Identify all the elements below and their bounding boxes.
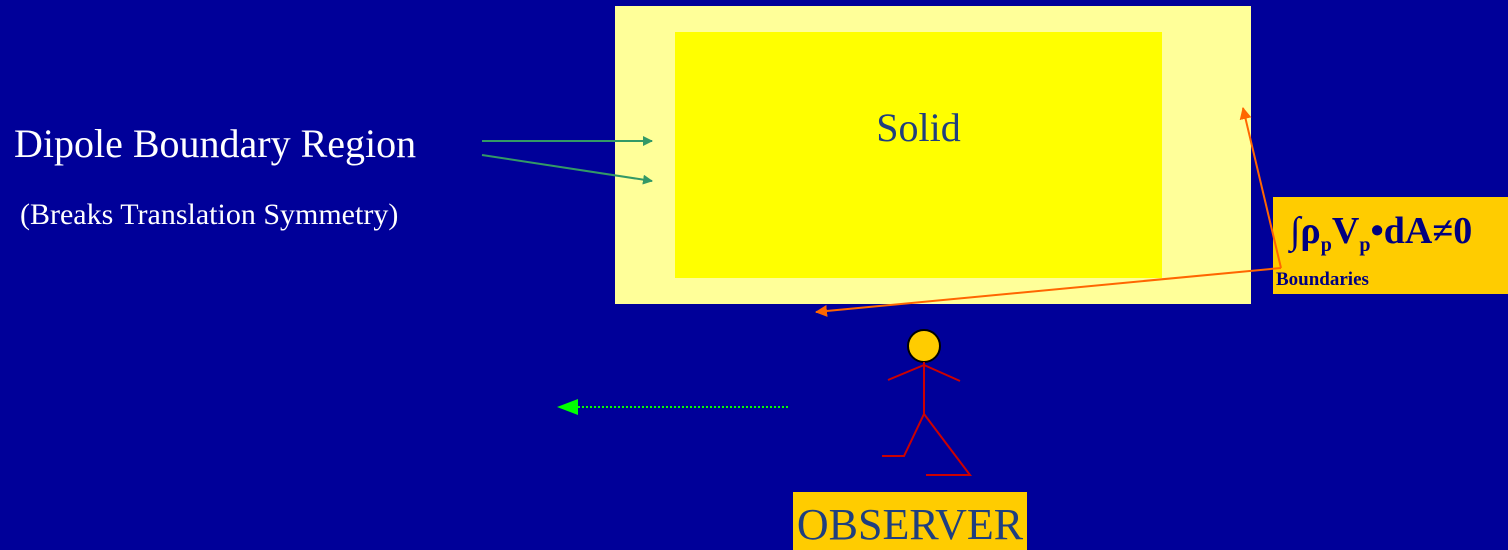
- solid-block: [675, 32, 1162, 278]
- formula-sub-v: p: [1359, 234, 1371, 256]
- observer-leg-right: [923, 413, 973, 476]
- observer-head-icon: [907, 329, 941, 363]
- formula-sub-rho: p: [1320, 234, 1332, 256]
- observer-box: [793, 492, 1027, 550]
- observer-label: OBSERVER: [796, 500, 1024, 549]
- formula-rest: •dA≠0: [1370, 210, 1473, 252]
- formula-box: [1273, 197, 1508, 294]
- observer-leg-left: [882, 413, 925, 457]
- boundary-integral-formula: ∫ρpVp•dA≠0: [1290, 212, 1472, 255]
- dipole-region-label: Dipole Boundary Region: [14, 121, 417, 166]
- breaks-symmetry-label: (Breaks Translation Symmetry): [20, 198, 399, 231]
- boundaries-label: Boundaries: [1276, 269, 1369, 290]
- observer-arm-left: [887, 364, 925, 381]
- formula-integral: ∫ρ: [1290, 210, 1321, 252]
- formula-velocity: V: [1331, 210, 1360, 252]
- solid-label: Solid: [876, 105, 961, 150]
- motion-arrow-head-icon: [557, 399, 578, 415]
- observer-arm-right: [923, 364, 961, 382]
